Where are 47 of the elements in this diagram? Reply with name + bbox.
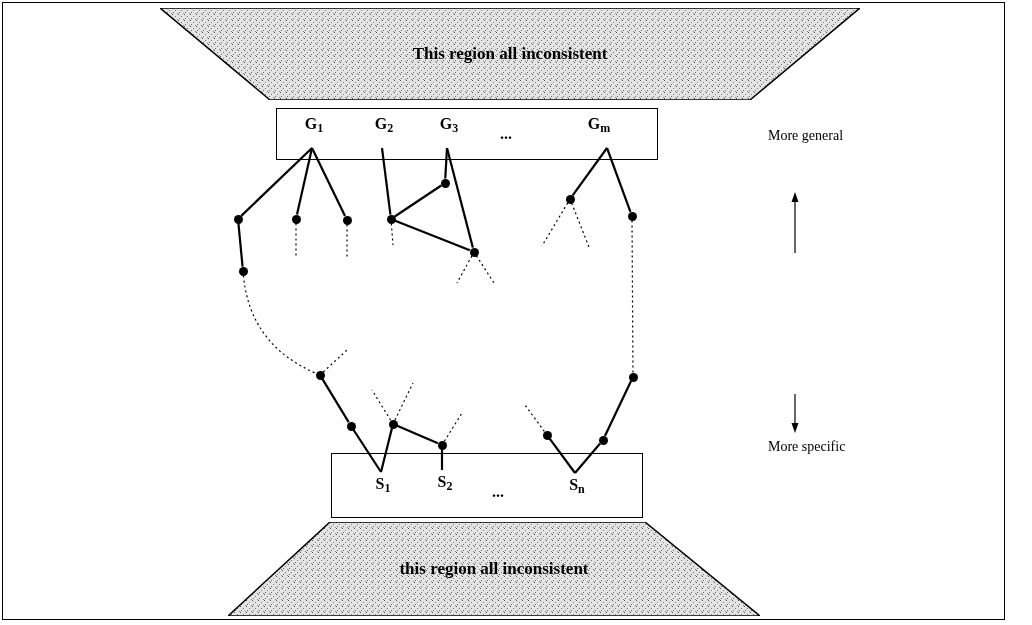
dotted-line [322,349,348,373]
dotted-line [394,382,414,421]
connector-line [352,429,382,473]
connector-line [603,380,633,437]
dotted-line [524,404,545,432]
dotted-line [242,274,317,374]
connector-line [396,424,439,445]
shaded-region [228,522,760,616]
dotted-line [443,412,463,442]
subscript-label: S$_{1}$ [369,473,397,505]
dotted-line [631,219,634,374]
dotted-line [475,255,495,284]
boundary-box [331,453,643,518]
dotted-line [346,223,348,259]
connector-line [574,442,601,474]
ellipsis-label: ... [500,124,512,144]
connector-line [394,184,442,218]
dotted-line [295,222,297,258]
direction-label: More general [768,127,844,145]
dotted-line [571,202,590,248]
subscript-label: S$_{n}$ [561,474,593,505]
connector-line [440,449,444,470]
connector-line [295,147,314,215]
dotted-line [456,255,473,284]
subscript-label: G$_{m}$ [581,113,617,149]
ellipsis-label: ... [492,482,504,502]
connector-line [237,223,244,267]
connector-line [548,437,576,474]
connector-line [571,147,608,196]
connector-line [605,147,632,213]
subscript-label: S$_{2}$ [431,471,459,505]
connector-line [321,378,350,423]
boundary-box [276,108,658,160]
subscript-label: G$_{1}$ [300,113,328,149]
subscript-label: G$_{3}$ [435,113,463,149]
dotted-line [390,222,394,246]
connector-line [240,147,313,217]
connector-line [379,428,393,473]
connector-line [445,147,474,248]
shaded-region [160,8,860,100]
region-label: This region all inconsistent [411,43,609,66]
direction-label: More specific [768,438,846,456]
connector-line [394,219,471,252]
subscript-label: G$_{2}$ [370,113,398,149]
connector-line [380,147,392,215]
connector-line [311,147,346,217]
region-label: this region all inconsistent [398,558,590,581]
